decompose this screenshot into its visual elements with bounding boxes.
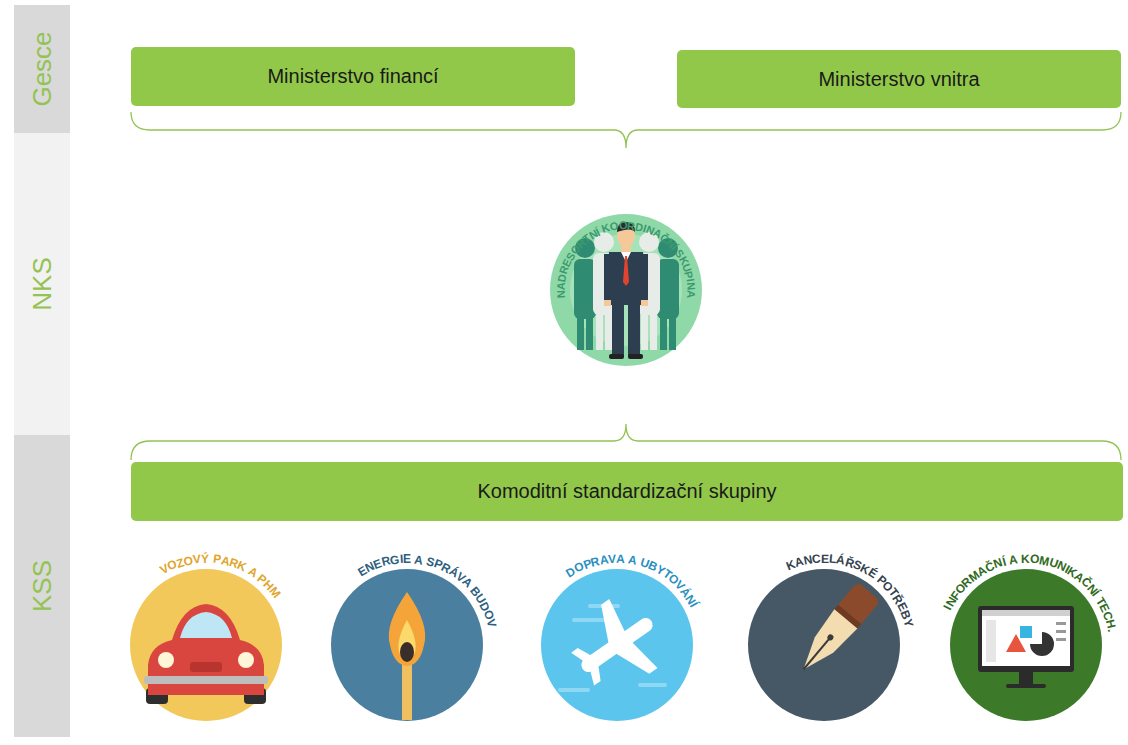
band-label: Gesce bbox=[27, 31, 58, 106]
band-label: NKS bbox=[27, 257, 58, 310]
band-fill bbox=[14, 5, 70, 133]
match-icon bbox=[331, 569, 483, 721]
side-band: Gesce bbox=[14, 5, 70, 133]
bracket bbox=[131, 112, 1121, 148]
people-icon bbox=[550, 214, 702, 366]
pen-nib-icon bbox=[748, 569, 900, 721]
commodity-circle: KANCELÁŘSKÉ POTŘEBY bbox=[748, 569, 900, 721]
ministry-box: Ministerstvo financí bbox=[131, 47, 575, 106]
group-circle: NADRESORTNÍ KOORDINAČNÍ SKUPINA bbox=[550, 214, 702, 366]
box-label: Ministerstvo vnitra bbox=[818, 68, 979, 91]
band-label: KSS bbox=[27, 560, 58, 612]
car-icon bbox=[130, 569, 282, 721]
side-band: KSS bbox=[14, 435, 70, 737]
box-label: Komoditní standardizační skupiny bbox=[477, 480, 776, 503]
commodity-circle: INFORMAČNÍ A KOMUNIKAČNÍ TECH. bbox=[950, 569, 1102, 721]
group-bar: Komoditní standardizační skupiny bbox=[131, 462, 1123, 521]
band-fill bbox=[14, 133, 70, 435]
commodity-circle: DOPRAVA A UBYTOVÁNÍ bbox=[541, 569, 693, 721]
side-band: NKS bbox=[14, 133, 70, 435]
plane-icon bbox=[541, 569, 693, 721]
commodity-circle: VOZOVÝ PARK A PHM bbox=[130, 569, 282, 721]
monitor-icon bbox=[950, 569, 1102, 721]
box-label: Ministerstvo financí bbox=[267, 65, 438, 88]
ministry-box: Ministerstvo vnitra bbox=[677, 50, 1121, 108]
commodity-circle: ENERGIE A SPRÁVA BUDOV bbox=[331, 569, 483, 721]
band-fill bbox=[14, 435, 70, 737]
bracket bbox=[131, 424, 1121, 460]
